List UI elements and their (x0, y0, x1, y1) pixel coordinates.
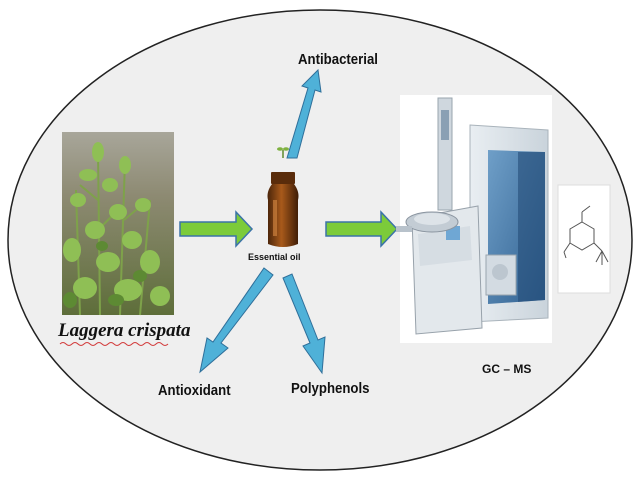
blue-arrow-antioxidant (199, 267, 274, 374)
antibacterial-label: Antibacterial (298, 51, 378, 68)
plant-photo (62, 132, 174, 316)
essential-oil-label: Essential oil (248, 252, 301, 262)
green-arrow-to-oil (179, 210, 254, 248)
blue-arrow-antibacterial (286, 68, 322, 159)
sprout-icon (277, 147, 289, 158)
green-arrow-to-gcms (325, 210, 399, 248)
plant-name-label: Laggera crispata (58, 320, 191, 341)
plant-name-underline (59, 342, 169, 346)
polyphenols-label: Polyphenols (291, 380, 370, 397)
gc-ms-instrument (396, 95, 552, 343)
gcms-label: GC – MS (482, 362, 532, 376)
chemical-structure-icon (557, 184, 611, 294)
amber-bottle-icon (267, 172, 299, 247)
blue-arrow-polyphenols (282, 273, 326, 375)
antioxidant-label: Antioxidant (158, 382, 231, 399)
